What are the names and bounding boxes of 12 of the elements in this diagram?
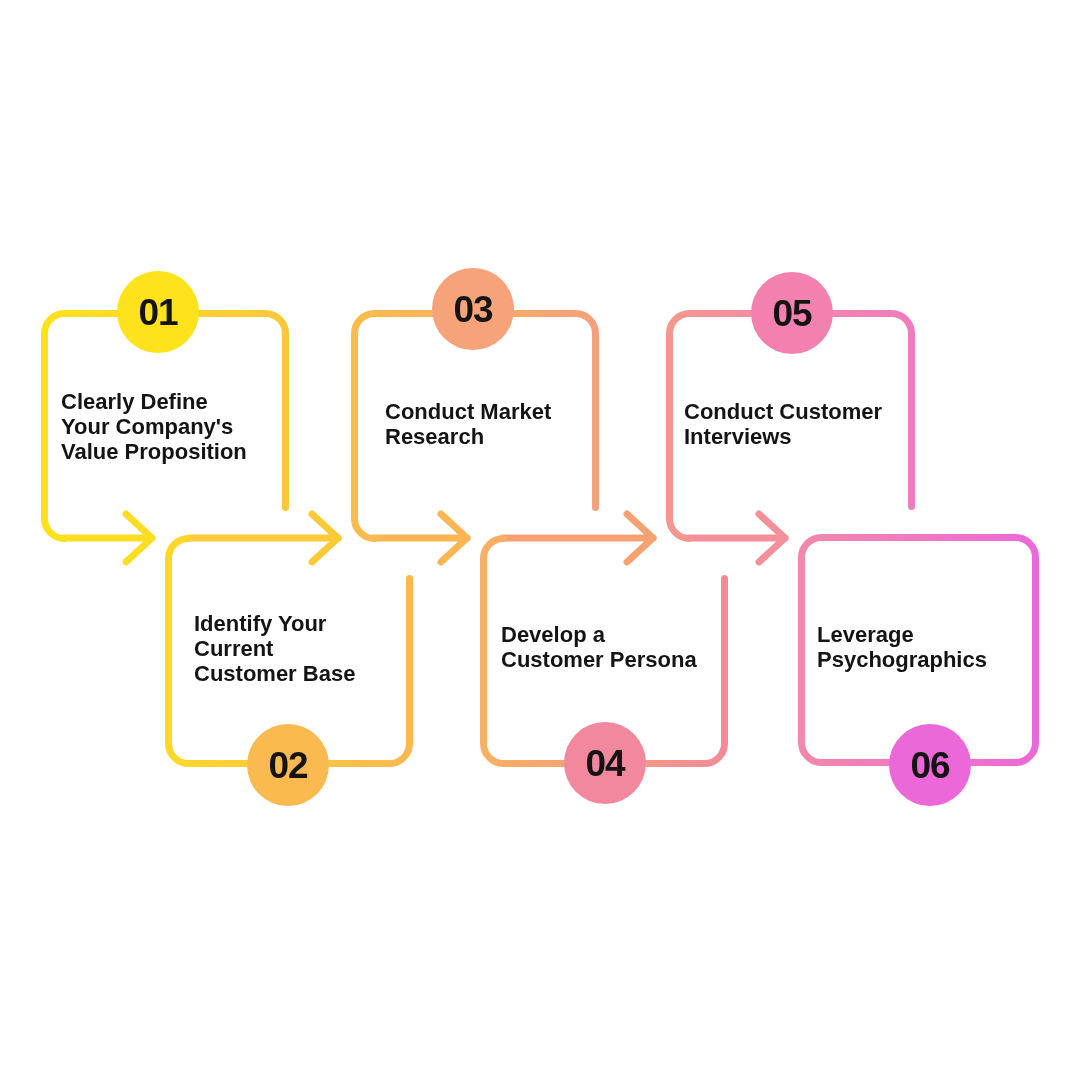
step-title: Conduct Customer Interviews	[684, 399, 883, 449]
step-title: Identify Your Current Customer Base	[194, 611, 357, 686]
step-number: 01	[117, 271, 199, 353]
step-number: 02	[247, 724, 329, 806]
step-number: 05	[751, 272, 833, 354]
step-title: Develop a Customer Persona	[501, 622, 698, 672]
step-number: 06	[889, 724, 971, 806]
step-title: Leverage Psychographics	[817, 622, 988, 672]
step-title: Clearly Define Your Company's Value Proposition	[61, 389, 248, 464]
step-number: 03	[432, 268, 514, 350]
step-title: Conduct Market Research	[385, 399, 553, 449]
step-number: 04	[564, 722, 646, 804]
